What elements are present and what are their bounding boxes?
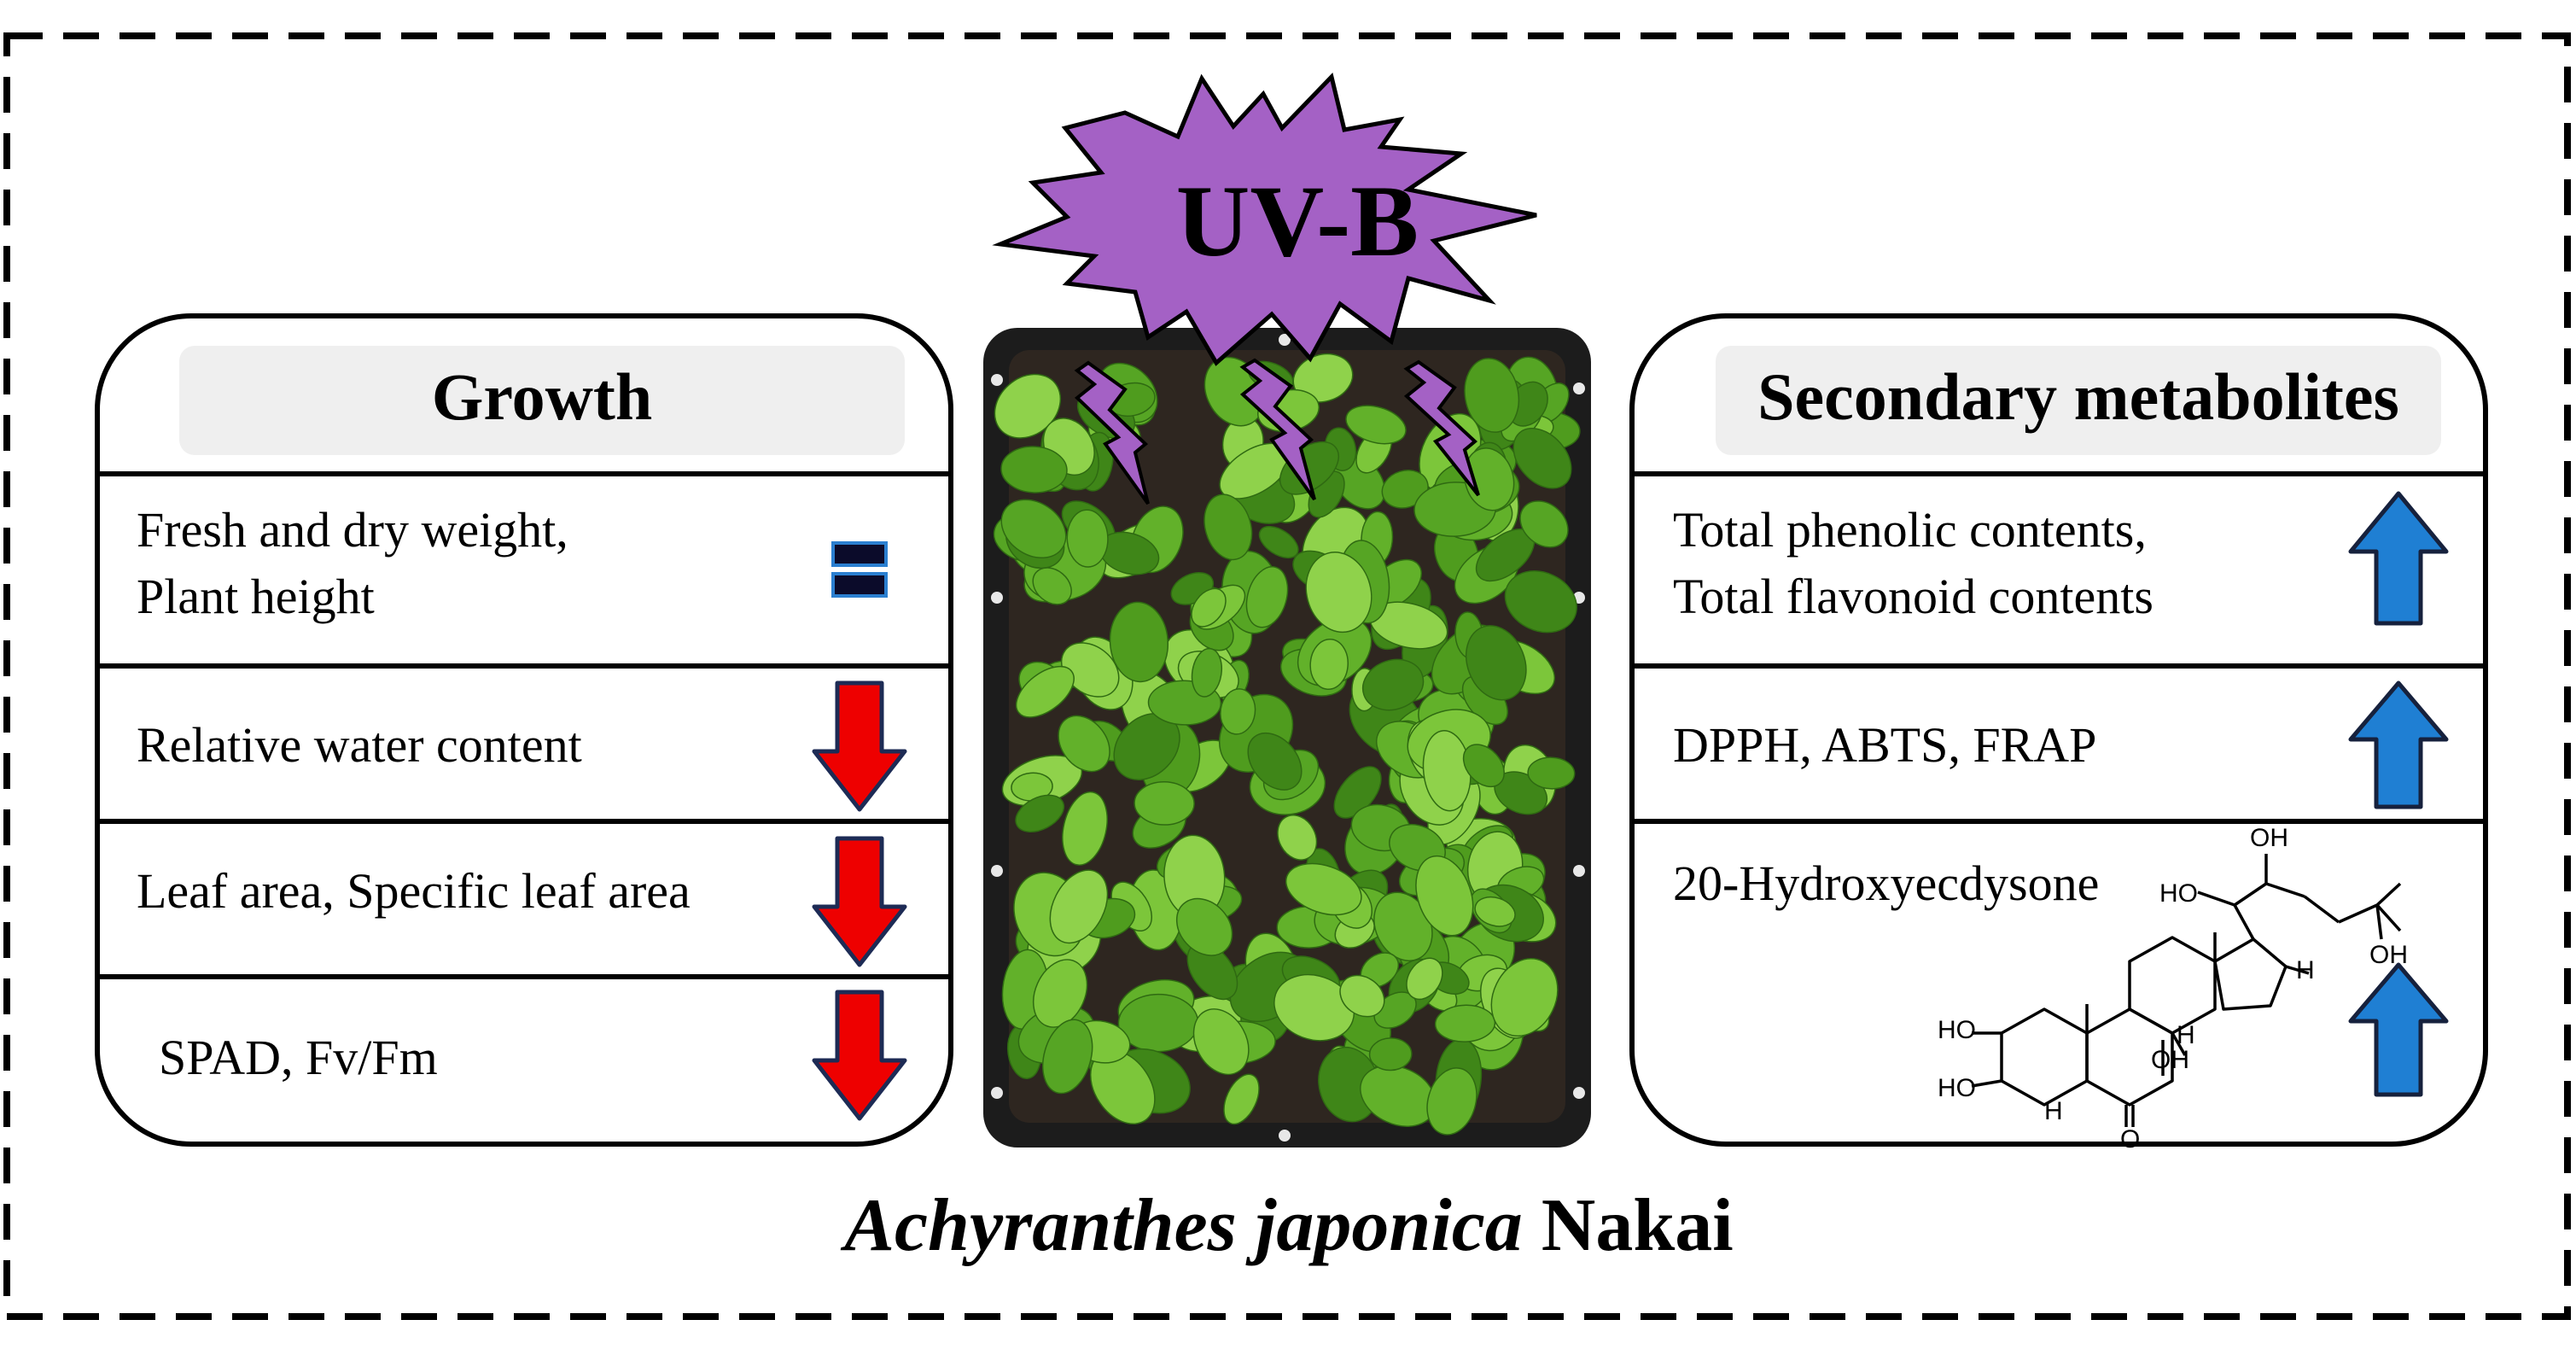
- metabolites-row-1: Total phenolic contents, Total flavonoid…: [1673, 497, 2153, 630]
- growth-panel: [95, 313, 953, 1147]
- uv-starburst-shape: [992, 72, 1537, 366]
- lightning-bolt-icon: [1074, 360, 1150, 505]
- species-binomial: Achyranthes japonica: [844, 1184, 1523, 1267]
- leaf: [1361, 658, 1425, 711]
- growth-row-1-line-2: Plant height: [137, 569, 375, 624]
- leaf: [1062, 791, 1108, 866]
- structure-ho-a: HO: [1938, 1016, 1976, 1044]
- growth-header-fill: [179, 346, 905, 455]
- up-arrow-icon: [2348, 962, 2449, 1097]
- leaf: [1203, 493, 1253, 561]
- uv-b-label: UV-B: [1175, 164, 1419, 277]
- leaf: [1058, 715, 1110, 773]
- structure-ketone: O: [2120, 1125, 2141, 1153]
- leaf: [1049, 869, 1109, 944]
- leaf: [1474, 896, 1516, 927]
- structure-h-c: H: [2296, 956, 2315, 984]
- dashed-border: [3, 32, 2571, 1320]
- metabolites-panel-frame: [1629, 313, 2488, 1147]
- leaf: [1032, 567, 1072, 605]
- leaf: [1273, 973, 1355, 1042]
- leaf: [1504, 570, 1577, 634]
- leaf: [1333, 766, 1382, 819]
- down-arrow-icon: [812, 990, 907, 1121]
- leaf: [1066, 509, 1109, 568]
- leaf: [1245, 566, 1289, 628]
- up-arrow-icon: [2348, 491, 2449, 626]
- species-author: Nakai: [1541, 1184, 1734, 1267]
- leaf: [1060, 642, 1120, 698]
- metabolites-panel: [1629, 313, 2488, 1147]
- leaf: [1032, 959, 1088, 1028]
- leaf: [1223, 1073, 1260, 1125]
- structure-h-a: H: [2044, 1097, 2063, 1125]
- structure-oh-right: OH: [2369, 941, 2408, 969]
- leaf: [1309, 638, 1349, 691]
- leaf: [1285, 862, 1362, 916]
- lightning-bolt-icon: [1403, 359, 1480, 497]
- growth-panel-frame: [95, 313, 953, 1147]
- structure-ho-b: HO: [1938, 1074, 1976, 1102]
- leaf: [1277, 815, 1318, 861]
- leaf: [1220, 688, 1256, 735]
- leaf: [1000, 499, 1067, 558]
- leaf: [1109, 601, 1169, 683]
- leaf: [1462, 744, 1505, 788]
- species-name: Achyranthes japonica Nakai: [751, 1183, 1827, 1269]
- down-arrow-icon: [812, 680, 907, 812]
- growth-row-3: Leaf area, Specific leaf area: [137, 863, 691, 919]
- leaf: [1015, 665, 1075, 718]
- leaf: [1175, 897, 1233, 956]
- lightning-bolt-icon: [1239, 358, 1316, 501]
- plant-tray: [983, 328, 1591, 1148]
- leaf: [1191, 587, 1227, 628]
- structure-h-b: H: [2177, 1021, 2195, 1049]
- leaf: [1527, 756, 1576, 790]
- leaf: [1191, 647, 1223, 698]
- equal-icon: [831, 541, 888, 598]
- leaf: [1415, 855, 1474, 937]
- metabolites-row-1-line-1: Total phenolic contents,: [1673, 502, 2147, 558]
- metabolites-row-3: 20-Hydroxyecdysone: [1673, 856, 2100, 911]
- leaf: [1512, 427, 1572, 489]
- leaf: [1406, 957, 1443, 1001]
- metabolites-row-1-line-2: Total flavonoid contents: [1673, 569, 2153, 624]
- growth-title: Growth: [431, 359, 653, 434]
- leaf: [1490, 958, 1559, 1037]
- leaf: [1345, 405, 1407, 445]
- leaf: [1134, 781, 1195, 826]
- metabolites-row-2: DPPH, ABTS, FRAP: [1673, 717, 2097, 773]
- leaf: [1042, 1019, 1093, 1095]
- leaf: [1015, 794, 1065, 832]
- ecdysone-structure-icon: [1971, 854, 2402, 1127]
- leaf: [1381, 470, 1429, 509]
- metabolites-header-fill: [1716, 346, 2441, 455]
- leaf: [1192, 1008, 1250, 1076]
- leaf: [1464, 358, 1520, 433]
- leaf: [1426, 1067, 1477, 1136]
- down-arrow-icon: [812, 836, 907, 967]
- leaf: [1000, 446, 1068, 493]
- leaf: [1258, 525, 1299, 559]
- growth-row-2: Relative water content: [137, 717, 582, 773]
- structure-oh-top: OH: [2250, 824, 2288, 852]
- up-arrow-icon: [2348, 680, 2449, 809]
- leaf: [1305, 552, 1373, 634]
- leaf: [1368, 1037, 1413, 1072]
- leaf: [1519, 500, 1569, 548]
- growth-row-1: Fresh and dry weight, Plant height: [137, 497, 568, 630]
- structure-ho-side: HO: [2159, 879, 2198, 908]
- growth-row-1-line-1: Fresh and dry weight,: [137, 502, 568, 558]
- leaf-canopy: [993, 353, 1581, 1136]
- leaf: [1247, 732, 1303, 791]
- growth-row-4: SPAD, Fv/Fm: [159, 1030, 438, 1085]
- leaf: [1339, 974, 1385, 1018]
- metabolites-title: Secondary metabolites: [1757, 359, 2399, 434]
- leaf: [1292, 353, 1354, 403]
- structure-oh-mid: OH: [2151, 1046, 2189, 1074]
- leaf: [1465, 625, 1527, 701]
